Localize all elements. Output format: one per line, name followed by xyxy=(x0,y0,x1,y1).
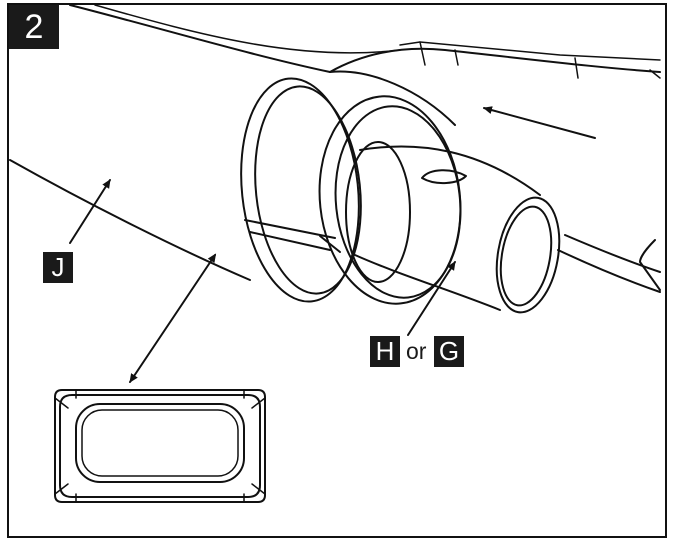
tube-end-rings xyxy=(240,77,462,305)
insert-tube-h-g xyxy=(345,141,561,314)
insert-direction-arrow xyxy=(483,106,596,139)
callout-or: or xyxy=(406,338,427,364)
callout-h: H xyxy=(370,336,400,367)
step-number-badge: 2 xyxy=(9,5,59,49)
callout-g: G xyxy=(434,336,464,367)
diagram-border xyxy=(7,3,667,538)
callout-j: J xyxy=(43,252,73,283)
leader-h-g xyxy=(407,261,456,336)
leader-j xyxy=(69,179,111,244)
cross-section-profile xyxy=(54,389,266,503)
frame-tube-j xyxy=(9,4,661,293)
cross-section-arrow xyxy=(129,253,217,383)
